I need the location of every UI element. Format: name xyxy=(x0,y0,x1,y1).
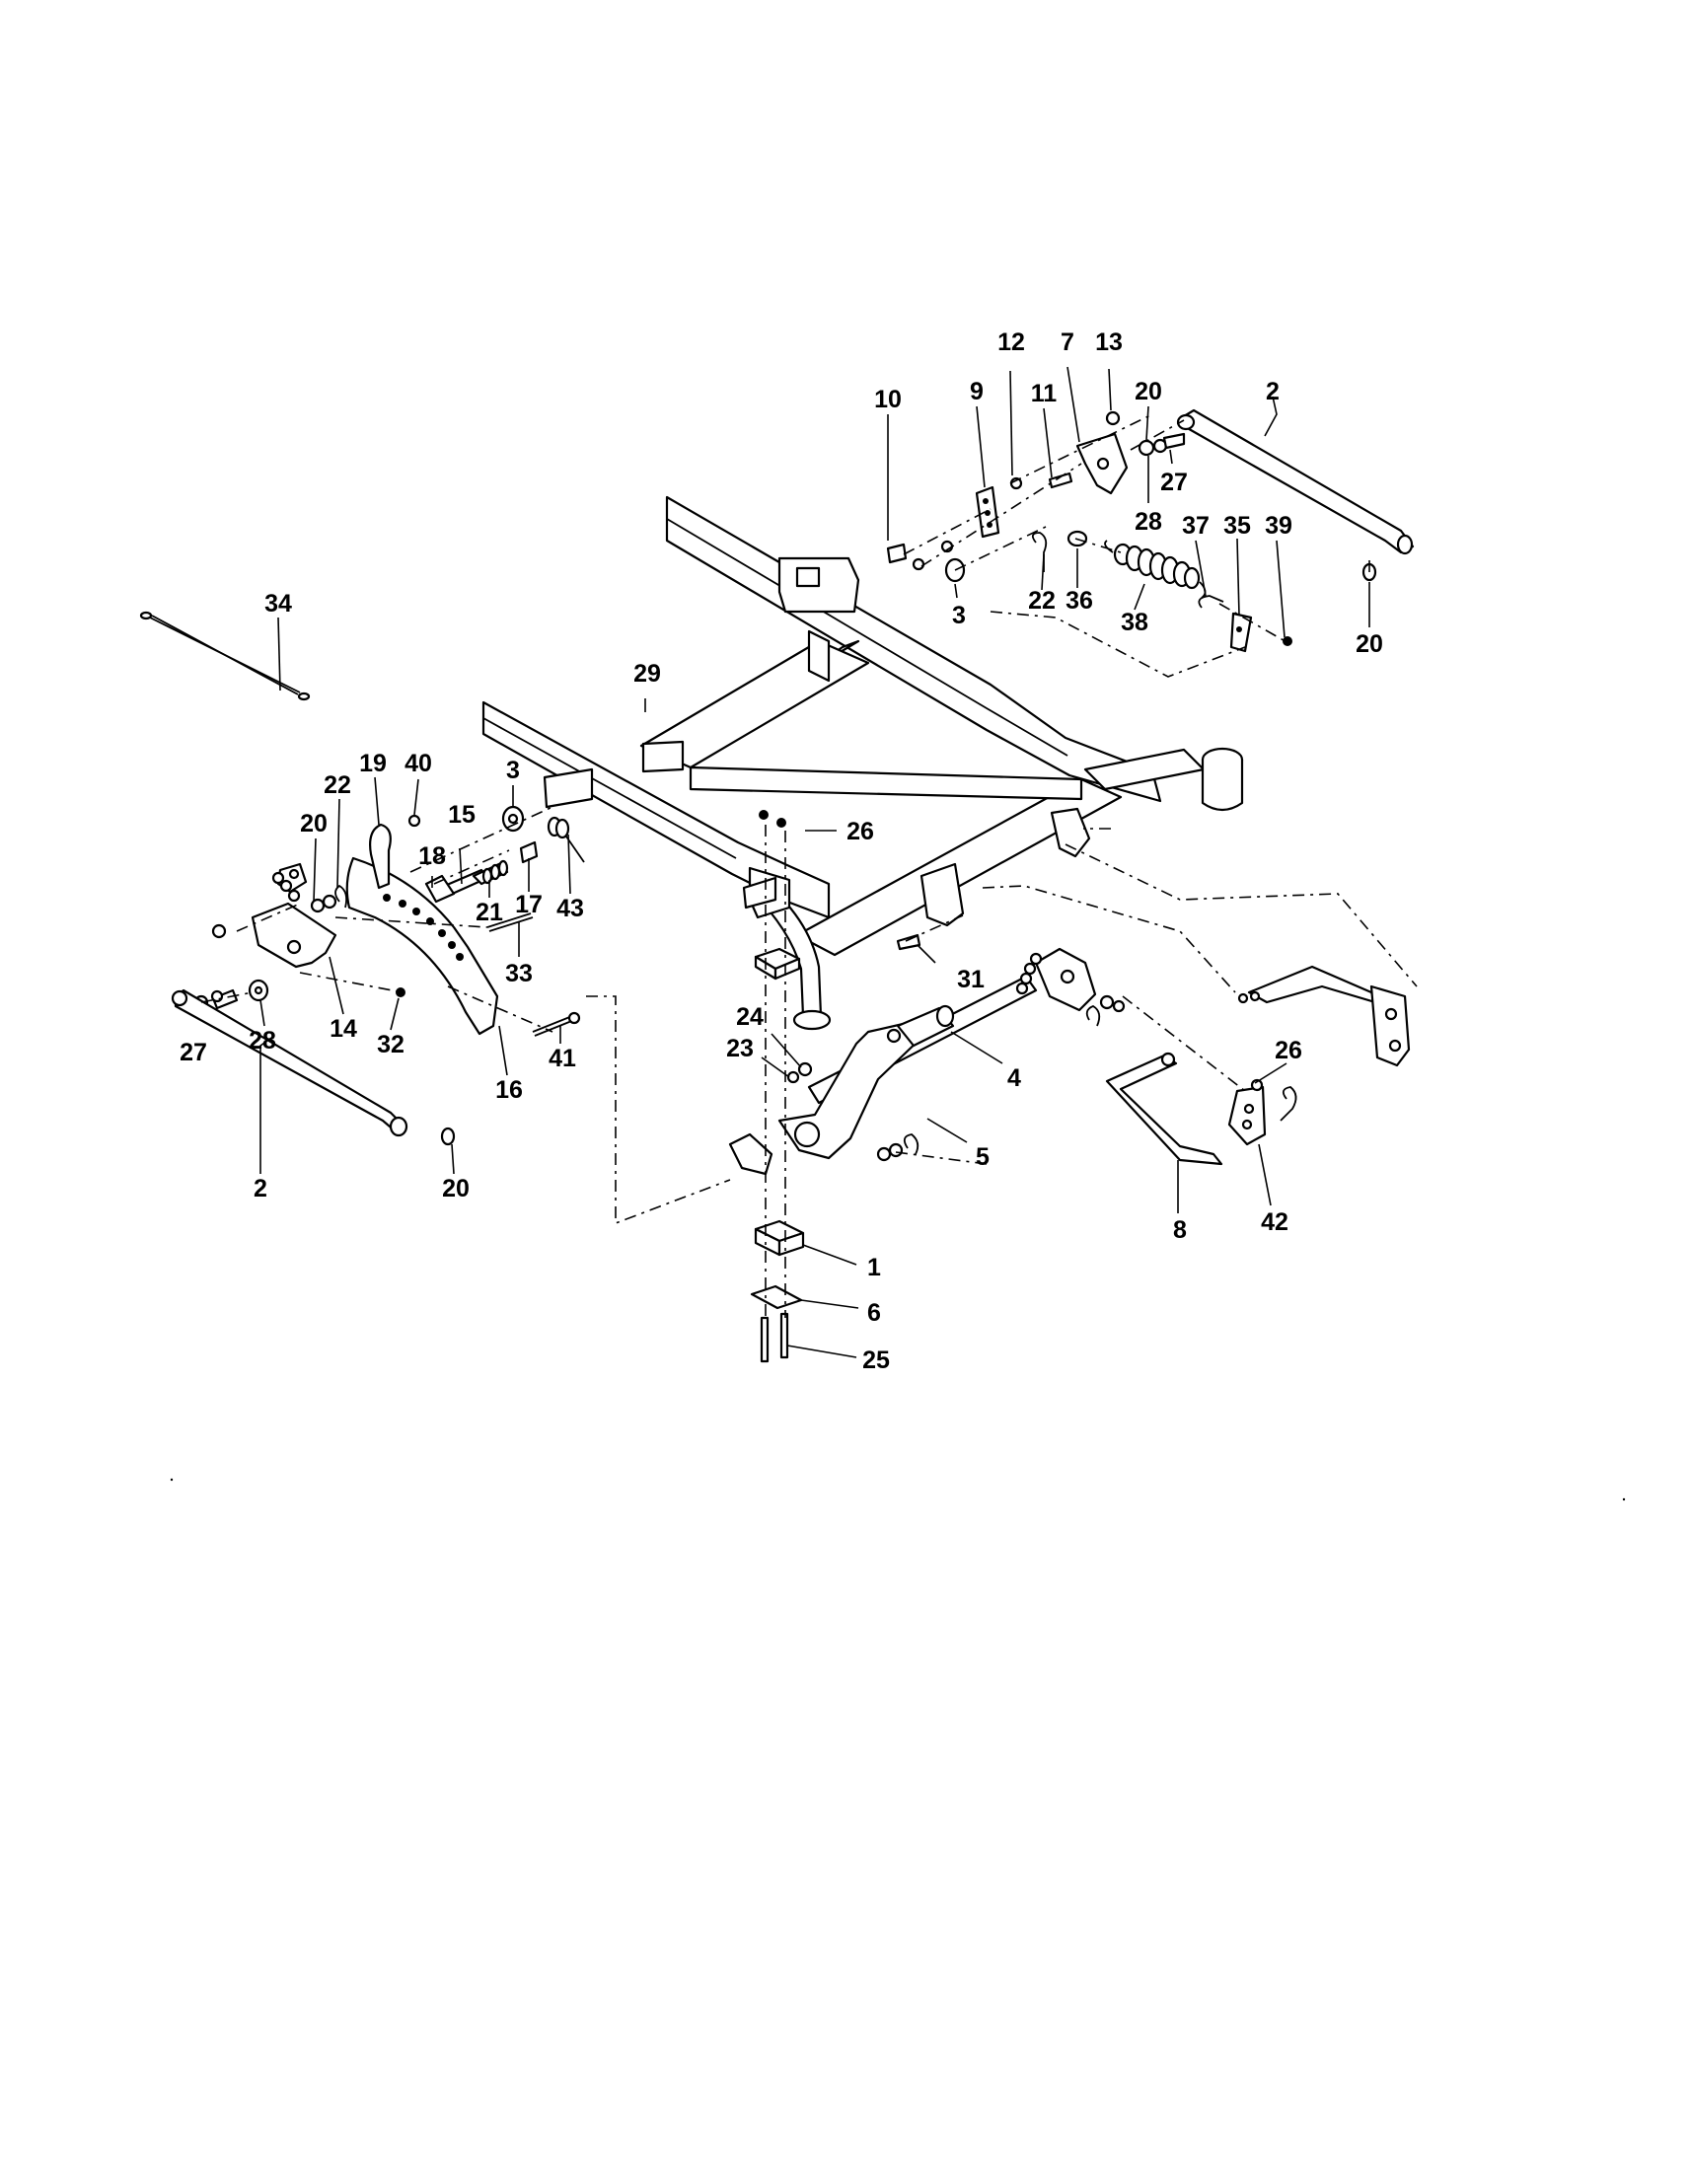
callout-14: 14 xyxy=(330,1015,357,1043)
callout-35: 35 xyxy=(1223,512,1251,540)
callout-20-right: 20 xyxy=(1356,630,1383,658)
callout-6: 6 xyxy=(867,1299,881,1327)
assembly-lines xyxy=(200,413,1418,1320)
callout-28-top: 28 xyxy=(1135,508,1162,536)
callout-10: 10 xyxy=(874,386,902,413)
callout-23: 23 xyxy=(726,1035,754,1062)
upper-right-linkage xyxy=(886,408,1415,653)
chain-left xyxy=(271,871,301,903)
main-frame xyxy=(481,495,1244,1031)
callout-16: 16 xyxy=(495,1076,523,1104)
callout-29: 29 xyxy=(633,660,661,688)
callout-18: 18 xyxy=(418,842,446,870)
left-height-adjust xyxy=(171,805,585,1146)
callout-28-left: 28 xyxy=(249,1027,276,1055)
callout-38: 38 xyxy=(1121,609,1148,636)
callout-3-top: 3 xyxy=(952,602,966,629)
quadrant-holes xyxy=(383,894,464,961)
callout-27-left: 27 xyxy=(180,1039,207,1066)
callout-39: 39 xyxy=(1265,512,1292,540)
callout-22-top: 22 xyxy=(1028,587,1056,615)
callout-labels: 10 9 12 7 13 11 20 2 27 28 37 35 39 3 22… xyxy=(180,328,1383,1374)
callout-37: 37 xyxy=(1182,512,1210,540)
callout-25: 25 xyxy=(862,1347,890,1374)
leader-lines xyxy=(259,366,1370,1358)
callout-21: 21 xyxy=(476,899,503,926)
callout-32: 32 xyxy=(377,1031,404,1058)
callout-20-top: 20 xyxy=(1135,378,1162,405)
callout-17: 17 xyxy=(515,891,543,918)
callout-11: 11 xyxy=(1031,380,1058,407)
chain-right xyxy=(1015,952,1043,995)
center-lift-assembly xyxy=(271,810,1126,1363)
spring-43 xyxy=(547,816,585,863)
spring-38 xyxy=(1104,540,1207,599)
callout-33: 33 xyxy=(505,960,533,987)
callout-4: 4 xyxy=(1007,1064,1021,1092)
callout-20-bottom: 20 xyxy=(442,1175,470,1202)
callout-31: 31 xyxy=(957,966,985,993)
callout-24: 24 xyxy=(736,1003,764,1031)
callout-1: 1 xyxy=(867,1254,881,1281)
callout-22-left: 22 xyxy=(324,771,351,799)
callout-15: 15 xyxy=(448,801,476,829)
callout-27-top: 27 xyxy=(1160,469,1188,496)
right-lift-bracket xyxy=(1105,965,1411,1166)
callout-2-left: 2 xyxy=(254,1175,267,1202)
callout-13: 13 xyxy=(1095,328,1123,356)
callout-3-left: 3 xyxy=(506,757,520,784)
callout-43: 43 xyxy=(556,895,584,922)
callout-12: 12 xyxy=(997,328,1025,356)
cable-34 xyxy=(139,611,311,701)
callout-5: 5 xyxy=(976,1143,990,1171)
callout-26-right: 26 xyxy=(1275,1037,1302,1064)
callout-26-center: 26 xyxy=(846,818,874,845)
callout-2-top: 2 xyxy=(1266,378,1280,405)
callout-9: 9 xyxy=(970,378,984,405)
callout-40: 40 xyxy=(404,750,432,777)
callout-20-left: 20 xyxy=(300,810,328,837)
callout-34: 34 xyxy=(264,590,292,618)
callout-19: 19 xyxy=(359,750,387,777)
callout-7: 7 xyxy=(1061,328,1074,356)
callout-42: 42 xyxy=(1261,1208,1288,1236)
spring-21 xyxy=(481,859,509,885)
callout-8: 8 xyxy=(1173,1216,1187,1244)
callout-41: 41 xyxy=(549,1045,576,1072)
callout-36: 36 xyxy=(1066,587,1093,615)
